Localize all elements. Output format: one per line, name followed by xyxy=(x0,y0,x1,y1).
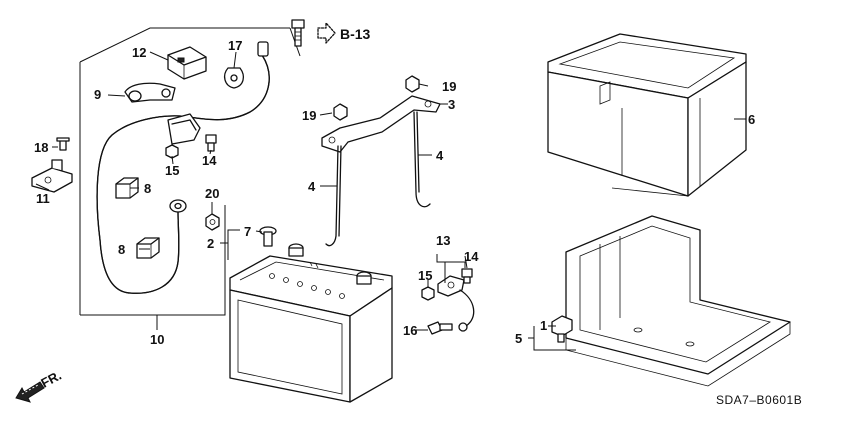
callout-20: 20 xyxy=(205,186,219,201)
part-19-nut-left xyxy=(333,103,348,121)
callout-4-right: 4 xyxy=(436,148,444,163)
part-4-rod-left xyxy=(325,145,342,247)
part-bolt-b13 xyxy=(291,19,305,47)
callout-15-left: 15 xyxy=(165,163,179,178)
callout-6: 6 xyxy=(748,112,755,127)
part-5-battery-tray xyxy=(565,215,791,387)
callout-19-left: 19 xyxy=(302,108,316,123)
callout-2: 2 xyxy=(207,236,214,251)
part-4-rod-right xyxy=(413,111,431,208)
part-6-battery-box xyxy=(547,33,747,197)
part-3-bracket xyxy=(321,95,441,153)
callout-3: 3 xyxy=(448,97,455,112)
callout-7: 7 xyxy=(244,224,251,239)
part-9-clamp xyxy=(124,82,176,103)
part-20-nut xyxy=(205,213,220,231)
battery-cable-drawing xyxy=(96,41,270,294)
section-ref: B-13 xyxy=(340,26,371,42)
callouts: 12 17 9 18 14 15 11 8 20 7 2 8 10 19 19 … xyxy=(34,38,755,347)
callout-10: 10 xyxy=(150,332,164,347)
callout-14-right: 14 xyxy=(464,249,479,264)
callout-12: 12 xyxy=(132,45,146,60)
part-8-clip-lower xyxy=(136,237,160,259)
callout-9: 9 xyxy=(94,87,101,102)
part-17-clip xyxy=(223,67,245,89)
part-7-bolt xyxy=(259,226,277,247)
callout-5: 5 xyxy=(515,331,522,346)
reference-code: SDA7–B0601B xyxy=(716,393,802,407)
part-13-ground-cable xyxy=(437,275,475,332)
callout-19-right: 19 xyxy=(442,79,456,94)
callout-8-upper: 8 xyxy=(144,181,151,196)
part-1-clip xyxy=(551,315,573,343)
callout-18: 18 xyxy=(34,140,48,155)
callout-11: 11 xyxy=(36,191,50,206)
arrow-to-b13-icon xyxy=(317,22,336,44)
callout-4-left: 4 xyxy=(308,179,316,194)
part-12-cover xyxy=(167,46,207,80)
callout-16: 16 xyxy=(403,323,417,338)
part-19-nut-right xyxy=(405,75,420,93)
part-8-clip-upper xyxy=(115,177,139,199)
front-direction-arrow-icon xyxy=(15,381,45,403)
callout-1: 1 xyxy=(540,318,547,333)
part-15-nut-left xyxy=(165,144,179,159)
callout-14-left: 14 xyxy=(202,153,217,168)
part-11-bracket xyxy=(31,159,73,193)
callout-13: 13 xyxy=(436,233,450,248)
part-18-bolt xyxy=(56,137,70,151)
callout-15-right: 15 xyxy=(418,268,432,283)
leader-lines xyxy=(35,51,746,351)
part-14-bolt-left xyxy=(205,134,217,152)
cable-assembly-boundary xyxy=(79,27,301,330)
callout-17: 17 xyxy=(228,38,242,53)
part-15-nut-right xyxy=(421,286,435,301)
part-14-bolt-right xyxy=(461,268,473,284)
part-16-bolt xyxy=(427,321,453,335)
callout-8-lower: 8 xyxy=(118,242,125,257)
battery-drawing xyxy=(229,243,393,403)
